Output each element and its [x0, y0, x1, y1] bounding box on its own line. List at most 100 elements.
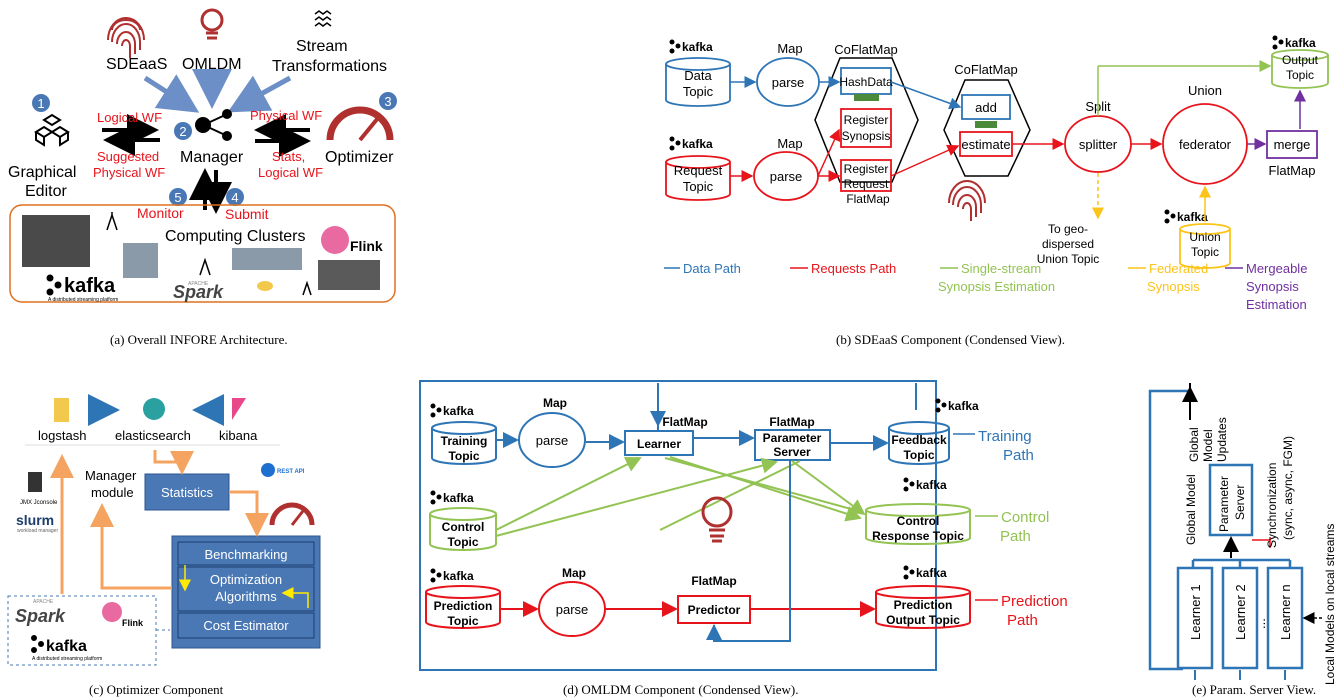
yellow-arrow-2	[281, 587, 309, 608]
kafka-icon-union: kafka	[1164, 209, 1208, 224]
sync-label-2: (sync, async, FGM)	[1281, 436, 1295, 540]
kafka-icon-data: kafka	[669, 39, 713, 54]
rest-api-gear-icon	[261, 463, 275, 477]
merge-box	[1266, 130, 1318, 159]
lightbulb-icon-d	[701, 496, 733, 543]
parameter-server-label-1: Parameter	[763, 431, 822, 445]
sync-label-1: Synchronization	[1265, 463, 1279, 548]
svg-text:kafka: kafka	[443, 491, 474, 505]
svg-text:A distributed streaming platfo: A distributed streaming platform	[32, 656, 102, 662]
svg-text:2: 2	[179, 124, 186, 139]
computing-clusters-box	[9, 204, 396, 303]
flatmap-label-b: FlatMap	[846, 192, 890, 206]
svg-text:Spark: Spark	[173, 282, 224, 302]
learner-2-box	[1221, 566, 1259, 670]
svg-text:kafka: kafka	[916, 566, 947, 580]
svg-text:kafka: kafka	[1177, 210, 1208, 224]
output-topic-label-2: Topic	[1286, 68, 1314, 82]
estimate-label: estimate	[961, 137, 1010, 152]
prediction-path-label-2: Path	[1007, 612, 1038, 629]
learner-2-label: Learner 2	[1233, 584, 1248, 640]
caption-d: (d) OMLDM Component (Condensed View).	[563, 682, 798, 697]
legend-mergeable-1: Mergeable	[1246, 261, 1307, 276]
sync-bracket	[1252, 537, 1271, 548]
parse-label-prediction: parse	[556, 602, 589, 617]
svg-text:kafka: kafka	[948, 399, 979, 413]
predout-label-2: Output Topic	[886, 613, 960, 627]
rest-api-label: REST API	[277, 469, 305, 475]
edge-ps-ctrlresp	[791, 460, 866, 516]
optimization-label-2: Algorithms	[215, 589, 277, 604]
output-topic-label-1: Output	[1282, 53, 1319, 67]
fingerprint-icon-b	[948, 180, 986, 221]
training-path-label-1: Training	[978, 428, 1032, 445]
spark-label-c: Spark	[15, 606, 66, 626]
splitter-label: splitter	[1079, 137, 1118, 152]
caption-a: (a) Overall INFORE Architecture.	[110, 332, 288, 347]
gauge-icon-c	[269, 502, 315, 526]
suggested-label-2: Physical WF	[93, 165, 165, 180]
learner-1-label: Learner 1	[1188, 584, 1203, 640]
panel-d: kafka Training Topic Map parse FlatMap L…	[419, 380, 1068, 671]
svg-text:kafka: kafka	[443, 404, 474, 418]
monitor-label: Monitor	[137, 205, 184, 221]
svg-text:kafka: kafka	[64, 275, 116, 297]
data-topic-label-2: Topic	[683, 84, 714, 99]
union-topic-label-1: Union	[1189, 230, 1220, 244]
data-topic-cylinder	[665, 57, 731, 107]
learner-n-label: Learner n	[1278, 584, 1293, 640]
global-model-label: Global Model	[1184, 474, 1198, 545]
request-topic-cylinder	[665, 155, 731, 201]
panel-e: Global Model Updates Global Model Parame…	[1148, 383, 1337, 685]
panel-c: logstash elasticsearch kibana Manager mo…	[7, 394, 321, 666]
map-label-d2: Map	[562, 566, 586, 580]
svg-text:Model: Model	[1201, 429, 1215, 462]
cost-estimator-label: Cost Estimator	[203, 618, 289, 633]
stream-wave-icon	[314, 10, 332, 27]
omldm-label: OMLDM	[182, 56, 242, 73]
svg-text:kafka: kafka	[682, 137, 713, 151]
svg-text:kafka: kafka	[46, 638, 87, 655]
add-box	[961, 94, 1011, 120]
coflatmap-label-2: CoFlatMap	[954, 62, 1018, 77]
graphical-label-1: Graphical	[8, 164, 76, 181]
slurm-sub-label: workload manager	[17, 528, 58, 534]
edge-learner-cross	[664, 457, 863, 513]
edge-control-ps	[495, 457, 778, 537]
predictor-label: Predictor	[688, 603, 741, 617]
param-server-e-label-2: Server	[1233, 485, 1247, 520]
flatmap-label-d1: FlatMap	[662, 415, 707, 429]
kafka-icon-prediction: kafka	[430, 568, 474, 583]
register-synopsis-box	[840, 108, 892, 148]
flatmap-label-d2: FlatMap	[769, 415, 814, 429]
union-topic-label-2: Topic	[1191, 245, 1219, 259]
cost-estimator-box	[177, 612, 315, 639]
svg-text:1: 1	[37, 96, 44, 111]
badge-5: 5	[169, 188, 187, 206]
badge-2: 2	[174, 122, 192, 140]
caption-e: (e) Param. Server View.	[1192, 682, 1316, 697]
svg-text:3: 3	[384, 94, 391, 109]
legend-b: Data Path Requests Path Single-stream Sy…	[664, 261, 1307, 312]
kafka-logo-c: kafka A distributed streaming platform	[31, 635, 102, 662]
param-server-e-label-1: Parameter	[1217, 476, 1231, 532]
flink-squirrel-icon	[321, 226, 349, 254]
training-topic-label-1: Training	[441, 434, 488, 448]
optimizer-label: Optimizer	[325, 149, 394, 166]
prediction-output-cylinder	[875, 585, 971, 629]
legend-mergeable-2: Synopsis	[1246, 279, 1299, 294]
benchmarking-label: Benchmarking	[204, 547, 287, 562]
arrow-stats-optimizer	[229, 490, 269, 537]
manager-module-label-2: module	[91, 485, 134, 500]
flink-label: Flink	[350, 238, 383, 254]
manager-module-label-1: Manager	[85, 468, 137, 483]
edge-hashdata-add	[890, 81, 962, 110]
parse-node-prediction	[538, 581, 606, 637]
parameter-server-box	[754, 429, 831, 461]
request-topic-label-2: Topic	[683, 179, 714, 194]
prediction-topic-cylinder	[425, 585, 501, 629]
control-path-label-1: Control	[1001, 509, 1049, 526]
caption-b: (b) SDEaaS Component (Condensed View).	[836, 332, 1065, 347]
graphical-editor-icon	[34, 113, 70, 147]
